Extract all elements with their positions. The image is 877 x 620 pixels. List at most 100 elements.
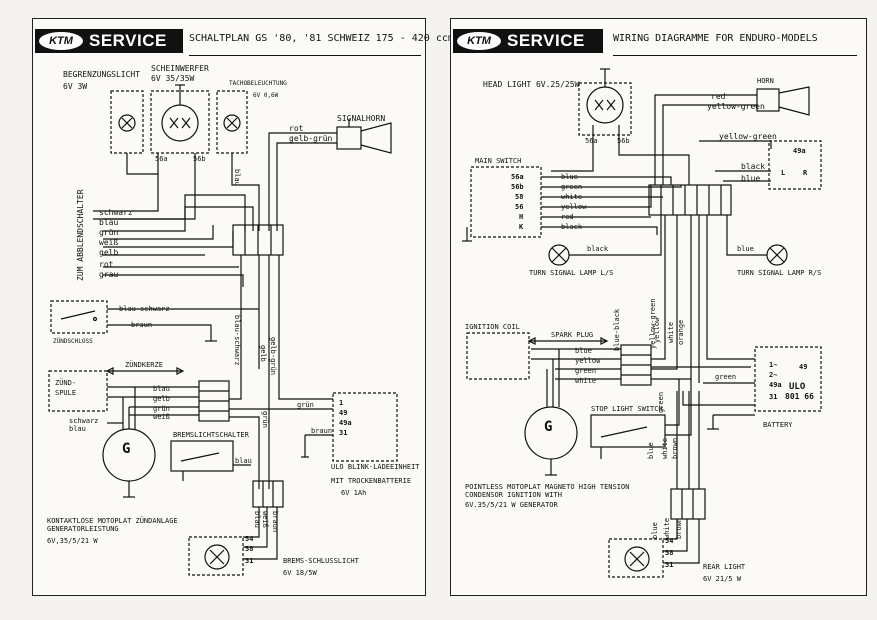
wire-lb-blue: blue — [647, 442, 655, 459]
label-ulo: ULO BLINK-LADEEINHEIT — [331, 463, 420, 471]
tail-terminal-54: 54 — [245, 535, 253, 543]
label-zuendkerze: ZÜNDKERZE — [125, 360, 163, 369]
label-zuendschloss: ZÜNDSCHLOSS — [53, 338, 93, 345]
wire-v-braun: braun — [271, 511, 279, 532]
ulo-terminal-49: 49 — [339, 409, 347, 417]
label-head-light: HEAD LIGHT 6V.25/25W — [483, 80, 580, 89]
label-horn: HORN — [757, 77, 774, 85]
label-battery: BATTERY — [763, 421, 793, 429]
wire-v-orange: orange — [677, 320, 685, 345]
ktm-logo: KTM — [39, 32, 83, 50]
label-brems-schluss-rating: 6V 18/5W — [283, 569, 318, 577]
label-begrenzung-rating: 6V 3W — [63, 82, 87, 91]
ms-terminal-h: H — [519, 213, 523, 221]
wire-black-relay: black — [741, 162, 765, 171]
wire-gelb-gruen: gelb-grün — [289, 134, 333, 143]
label-trockenbatterie: MIT TROCKENBATTERIE — [331, 477, 411, 485]
wire-ms-black: black — [561, 223, 583, 231]
label-tacho: TACHOBELEUCHTUNG — [229, 80, 287, 87]
ms-terminal-k: K — [519, 223, 524, 231]
wire-lb-white2: white — [663, 518, 671, 539]
wire-green-vertical: green — [657, 392, 665, 413]
label-rear-light: REAR LIGHT — [703, 563, 746, 571]
rear-terminal-31: 31 — [665, 561, 673, 569]
wire-v-yellow-green: yellow-green — [649, 298, 657, 349]
wire-lb-brown2: brown — [675, 518, 683, 539]
relay-terminal-l: L — [781, 169, 785, 177]
wire-weiss: weiß — [99, 238, 118, 247]
wire-lb-brown: brown — [671, 438, 679, 459]
tail-terminal-31: 31 — [245, 557, 253, 565]
label-stop-light-switch: STOP LIGHT SWITCH — [591, 405, 663, 413]
right-sheet-title: WIRING DIAGRAMME FOR ENDURO-MODELS — [613, 33, 857, 56]
label-pointless-3: 6V.35/5/21 W GENERATOR — [465, 501, 559, 509]
wire-brems-blau: blau — [235, 457, 252, 465]
wire-ms-yellow: yellow — [561, 203, 587, 211]
relay-terminal-r: R — [803, 169, 808, 177]
right-wiring-diagram: HEAD LIGHT 6V.25/25W 56a 56b HORN red ye… — [462, 68, 822, 583]
rear-terminal-58: 58 — [665, 549, 673, 557]
label-scheinwerfer: SCHEINWERFER — [151, 64, 209, 73]
wire-blue-relay: blue — [741, 174, 760, 183]
label-trocken-rating: 6V 1Ah — [341, 489, 366, 497]
wire-lb-white: white — [661, 438, 669, 459]
wire-grau: grau — [99, 270, 118, 279]
ms-terminal-58: 58 — [515, 193, 523, 201]
label-turn-rs: TURN SIGNAL LAMP R/S — [737, 269, 821, 277]
wire-v-blue-black: blue-black — [613, 308, 621, 351]
label-pointless-1: POINTLESS MOTOPLAT MAGNETO HIGH TENSION — [465, 483, 629, 491]
left-wiring-diagram: BEGRENZUNGSLICHT 6V 3W SCHEINWERFER 6V 3… — [47, 64, 420, 577]
wire-reg-gruen: grün — [297, 401, 314, 409]
label-kontaktlose-1: KONTAKTLOSE MOTOPLAT ZÜNDANLAGE — [47, 516, 178, 525]
wire-gruen: grün — [99, 228, 118, 237]
wire-red: red — [711, 92, 726, 101]
right-banner: KTM SERVICE — [453, 29, 603, 53]
wire-v-blau-schwarz: blau-schwarz — [233, 315, 241, 366]
label-tacho-rating: 6V 0,6W — [253, 92, 279, 99]
wire-lb-blue2: blue — [651, 522, 659, 539]
wire-blue-turn: blue — [737, 245, 754, 253]
ktm-logo-right: KTM — [457, 32, 501, 50]
label-turn-ls: TURN SIGNAL LAMP L/S — [529, 269, 613, 277]
rear-terminal-54: 54 — [665, 537, 673, 545]
wire-c-blue: blue — [575, 347, 592, 355]
wire-c-gruen: grün — [153, 405, 170, 413]
ulo-terminal-31: 31 — [339, 429, 347, 437]
wire-v-gelb-gruen: gelb-grün — [269, 337, 277, 375]
wire-reg-braun: braun — [311, 427, 332, 435]
label-rear-rating: 6V 21/5 W — [703, 575, 742, 583]
label-bremslichtschalter: BREMSLICHTSCHALTER — [173, 431, 250, 439]
ms-terminal-56: 56 — [515, 203, 523, 211]
wire-v-weiss: weiß — [261, 511, 269, 528]
wire-v-blau: blau — [253, 511, 261, 528]
label-zuendspule-2: SPULE — [55, 389, 76, 397]
label-scheinwerfer-rating: 6V 35/35W — [151, 74, 195, 83]
battery-terminal-31: 31 — [769, 393, 777, 401]
label-signalhorn: SIGNALHORN — [337, 114, 385, 123]
wire-yellow-green: yellow-green — [707, 102, 765, 111]
label-ulo-number: 801 66 — [785, 392, 814, 401]
wire-ms-blue: blue — [561, 173, 578, 181]
battery-terminal-49: 49 — [799, 363, 807, 371]
label-abblendschalter: ZUM ABBLENDSCHALTER — [76, 189, 85, 281]
generator-symbol: G — [122, 441, 130, 457]
label-zuendspule-1: ZÜND- — [55, 378, 76, 387]
ulo-terminal-49a: 49a — [339, 419, 352, 427]
terminal-56b: 56b — [617, 137, 630, 145]
generator-symbol: G — [544, 419, 552, 435]
label-pointless-2: CONDENSOR IGNITION WITH — [465, 491, 562, 499]
ulo-terminal-1: 1 — [339, 399, 343, 407]
wire-braun: braun — [131, 321, 152, 329]
relay-terminal-49a: 49a — [793, 147, 806, 155]
label-kontaktlose-2: GENERATORLEISTUNG — [47, 525, 119, 533]
wire-ms-green: green — [561, 183, 582, 191]
wire-c-blau2: blau — [69, 425, 86, 433]
left-banner: KTM SERVICE — [35, 29, 183, 53]
tail-terminal-58: 58 — [245, 545, 253, 553]
label-main-switch: MAIN SWITCH — [475, 157, 521, 165]
label-kontaktlose-3: 6V,35/5/21 W — [47, 537, 98, 545]
wire-v-gruen: grün — [261, 411, 269, 428]
battery-terminal-49a: 49a — [769, 381, 782, 389]
label-ignition-coil: IGNITION COIL — [465, 323, 520, 331]
service-label-right: SERVICE — [507, 31, 585, 50]
